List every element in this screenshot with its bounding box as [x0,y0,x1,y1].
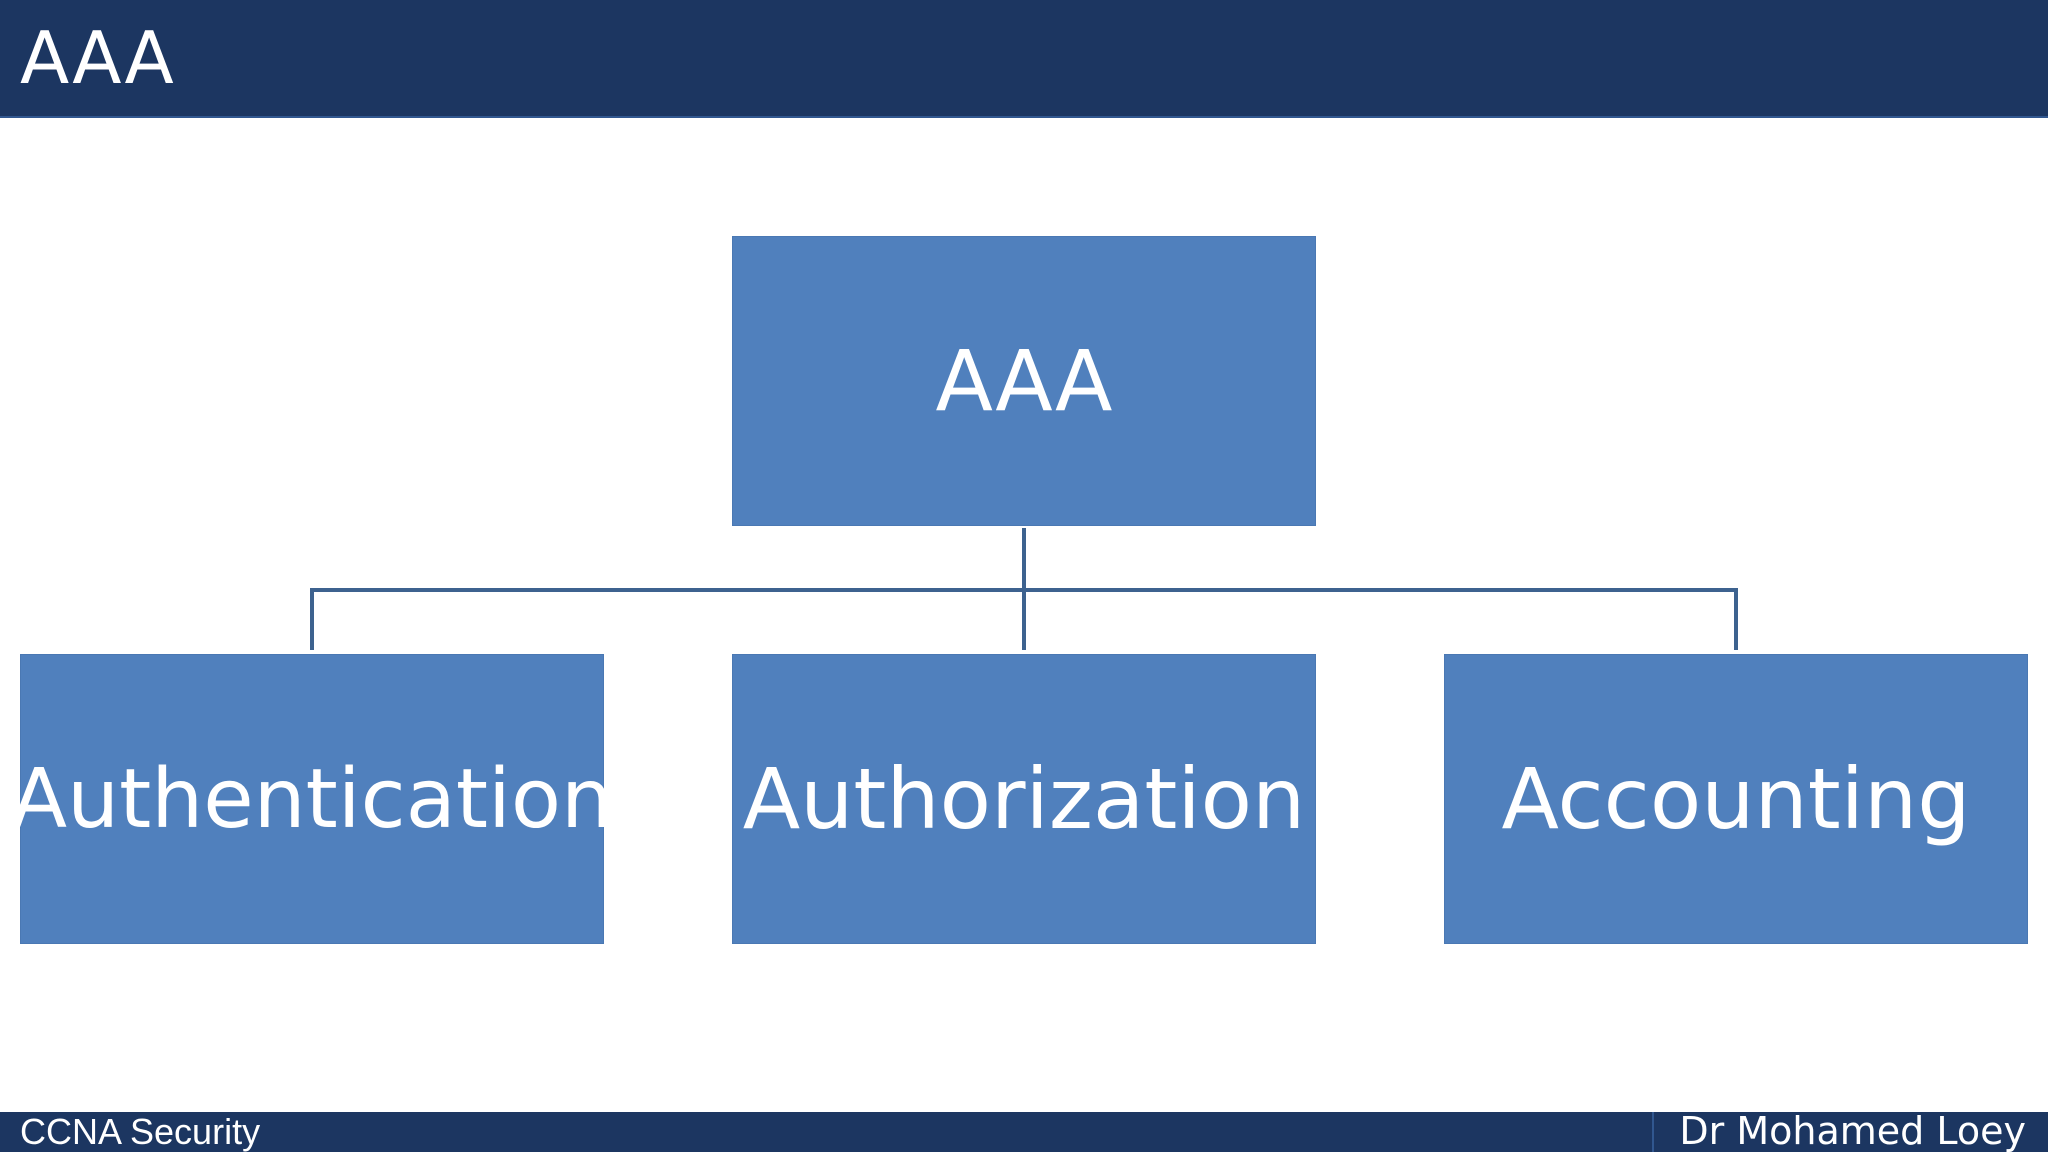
node-aaa: AAA [732,236,1316,526]
slide-title: AAA [20,16,175,100]
node-authorization-label: Authorization [742,750,1306,848]
footer-course-name: CCNA Security [20,1111,261,1152]
node-authentication: Authentication [11,654,613,944]
footer-author-name: Dr Mohamed Loey [1679,1109,2026,1152]
node-aaa-label: AAA [935,332,1113,430]
footer-bar [0,1112,2048,1152]
title-bar: AAA [0,0,2048,118]
footer-divider [1652,1112,1654,1152]
node-accounting-label: Accounting [1501,750,1971,848]
node-authorization: Authorization [732,654,1316,944]
node-accounting: Accounting [1444,654,2028,944]
node-authentication-label: Authentication [11,751,613,847]
